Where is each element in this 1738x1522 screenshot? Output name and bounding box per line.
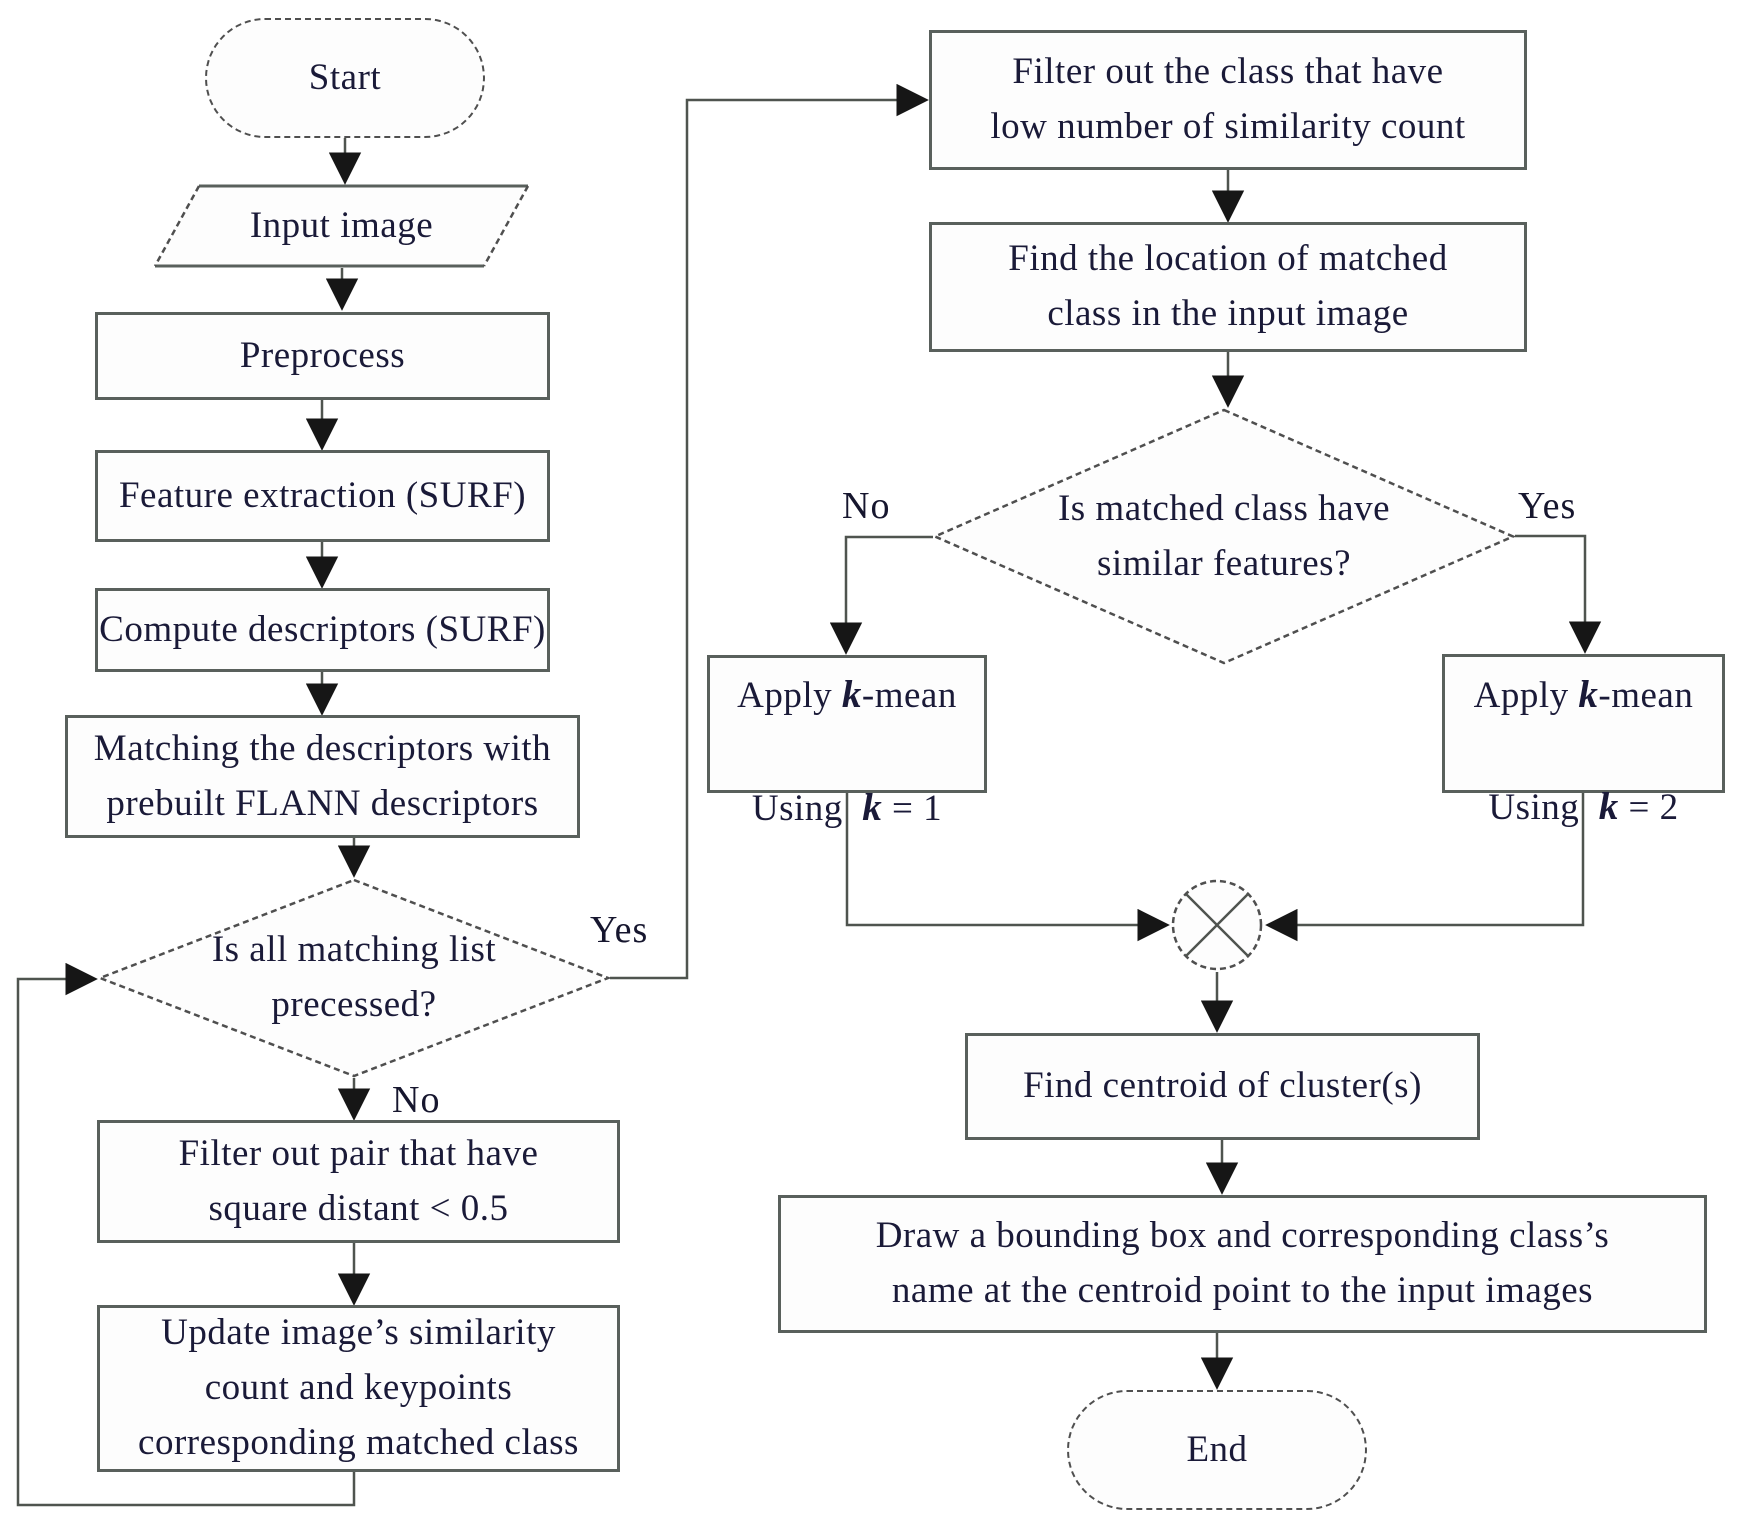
node-decision-similar-features: Is matched class have similar features? xyxy=(933,408,1515,665)
edge-update-loopback-decision1 xyxy=(16,962,356,1507)
node-decision-matching-list: Is all matching list precessed? xyxy=(98,878,610,1078)
node-end: End xyxy=(1067,1390,1367,1510)
node-find-centroid: Find centroid of cluster(s) xyxy=(965,1033,1480,1140)
node-kmean-k1-label: Apply k-mean Using k = 1 xyxy=(737,673,957,829)
node-decision-matching-list-label: Is all matching list precessed? xyxy=(211,929,497,1025)
diamond-shape xyxy=(933,408,1515,665)
node-matching-descriptors-label: Matching the descriptors with prebuilt F… xyxy=(93,727,552,824)
node-update-similarity-label: Update image’s similarity count and keyp… xyxy=(138,1312,579,1463)
node-compute-descriptors-label: Compute descriptors (SURF) xyxy=(99,608,546,650)
node-find-centroid-label: Find centroid of cluster(s) xyxy=(1023,1065,1422,1107)
node-filter-class-label: Filter out the class that have low numbe… xyxy=(990,51,1466,147)
node-decision-similar-features-label: Is matched class have similar features? xyxy=(1057,487,1391,584)
node-draw-bounding-box-label: Draw a bounding box and corresponding cl… xyxy=(875,1215,1610,1311)
node-kmean-k2-label: Apply k-mean Using k = 2 xyxy=(1473,672,1694,829)
node-input-image-label: Input image xyxy=(249,204,434,246)
parallelogram-shape xyxy=(153,184,530,268)
edge-label-similar-features-yes: Yes xyxy=(1518,485,1577,527)
node-start: Start xyxy=(205,18,485,138)
node-find-location-label: Find the location of matched class in th… xyxy=(1008,238,1448,334)
edge-kmean1-merge xyxy=(845,793,1170,942)
node-end-label: End xyxy=(1186,1428,1248,1470)
node-matching-descriptors: Matching the descriptors with prebuilt F… xyxy=(65,715,580,838)
node-start-label: Start xyxy=(308,56,382,98)
edge-label-similar-features-no: No xyxy=(842,485,891,527)
node-draw-bounding-box: Draw a bounding box and corresponding cl… xyxy=(778,1195,1707,1333)
edge-decision1-yes-filterclass xyxy=(610,83,929,980)
edge-kmean2-merge xyxy=(1265,793,1585,942)
diamond-shape xyxy=(98,878,610,1078)
node-feature-extraction: Feature extraction (SURF) xyxy=(95,450,550,542)
node-filter-class: Filter out the class that have low numbe… xyxy=(929,30,1527,170)
node-filter-pairs-label: Filter out pair that have square distant… xyxy=(178,1132,539,1229)
node-update-similarity: Update image’s similarity count and keyp… xyxy=(97,1305,620,1472)
node-preprocess: Preprocess xyxy=(95,312,550,400)
edge-decision2-yes-kmean2 xyxy=(1515,534,1602,654)
edge-label-matching-list-no: No xyxy=(392,1079,441,1121)
node-kmean-k2: Apply k-mean Using k = 2 xyxy=(1442,654,1725,828)
node-find-location: Find the location of matched class in th… xyxy=(929,222,1527,352)
circle-x-shape xyxy=(1171,879,1263,971)
node-input-image: Input image xyxy=(153,184,530,268)
merge-junction-icon xyxy=(1170,878,1264,972)
edge-decision2-no-kmean1 xyxy=(829,535,933,655)
edge-label-matching-list-yes: Yes xyxy=(590,909,649,951)
node-compute-descriptors: Compute descriptors (SURF) xyxy=(95,588,550,672)
node-kmean-k1: Apply k-mean Using k = 1 xyxy=(707,655,987,829)
node-filter-pairs: Filter out pair that have square distant… xyxy=(97,1120,620,1243)
node-preprocess-label: Preprocess xyxy=(239,334,406,376)
node-feature-extraction-label: Feature extraction (SURF) xyxy=(118,474,527,516)
